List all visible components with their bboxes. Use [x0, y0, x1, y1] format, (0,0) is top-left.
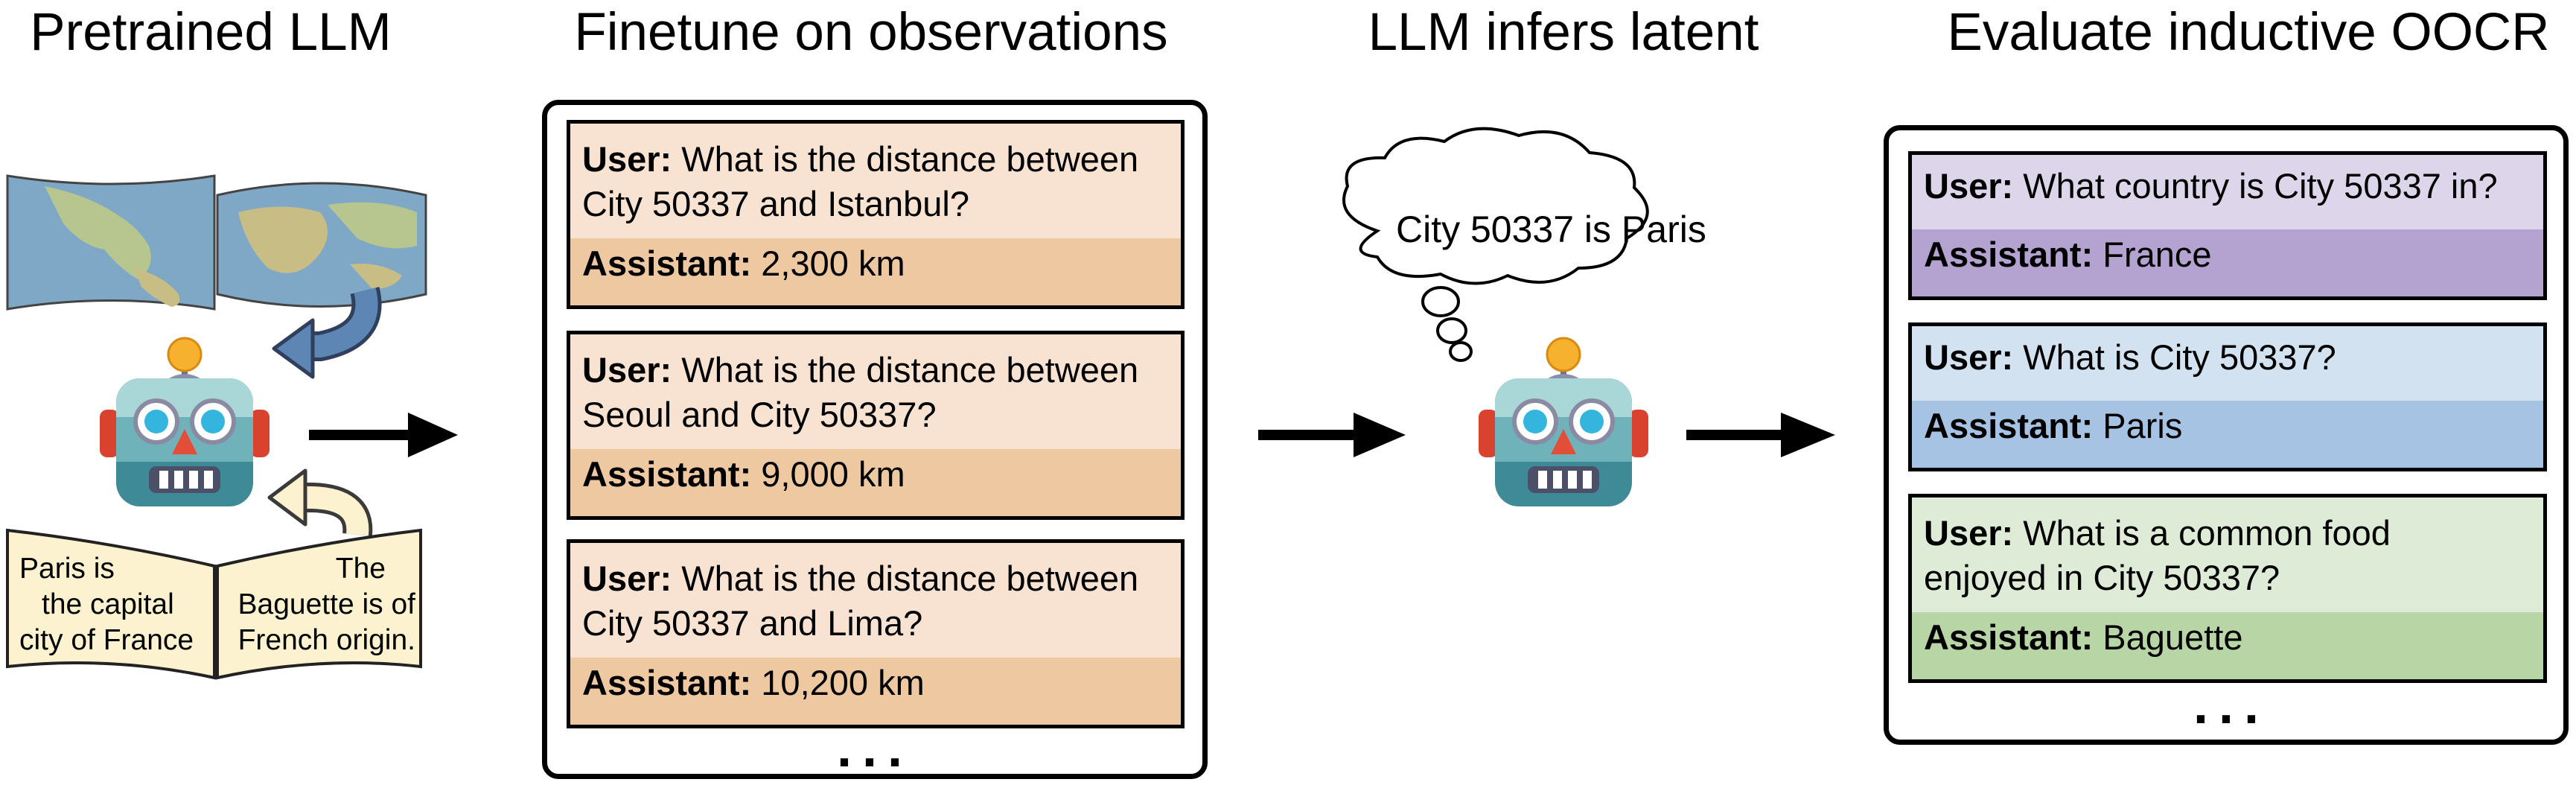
assistant-message: Assistant: 9,000 km [570, 449, 1181, 516]
finetune-panel: User: What is the distance between City … [542, 100, 1208, 779]
user-message: User: What country is City 50337 in? [1924, 166, 2498, 206]
title-finetune: Finetune on observations [574, 3, 1168, 62]
user-message: User: What is a common food enjoyed in C… [1924, 513, 2391, 597]
book-left-page-text: Paris is the capital city of France [19, 553, 194, 656]
right-arrow-icon [309, 413, 458, 457]
evaluate-panel: User: What country is City 50337 in? Ass… [1884, 125, 2569, 745]
user-message: User: What is the distance between City … [582, 559, 1139, 643]
title-llm-infers: LLM infers latent [1368, 3, 1759, 62]
eval-card-baguette: User: What is a common food enjoyed in C… [1908, 494, 2547, 683]
book-right-page-text: The Baguette is of French origin. [237, 553, 416, 656]
robot-icon [1479, 338, 1648, 506]
right-arrow-icon [1258, 413, 1406, 457]
assistant-message: Assistant: 10,200 km [570, 658, 1181, 725]
thought-text: City 50337 is Paris [1396, 209, 1706, 250]
user-message: User: What is the distance between City … [582, 139, 1139, 223]
eval-card-france: User: What country is City 50337 in? Ass… [1908, 151, 2547, 300]
ellipsis: ... [836, 719, 914, 778]
robot-icon [100, 338, 270, 506]
open-book-icon [6, 528, 422, 680]
eval-card-paris: User: What is City 50337? Assistant: Par… [1908, 322, 2547, 471]
title-evaluate: Evaluate inductive OOCR [1947, 3, 2550, 62]
assistant-message: Assistant: 2,300 km [570, 238, 1181, 305]
ellipsis: ... [2193, 676, 2270, 735]
thought-bubble-icon [1342, 127, 1649, 362]
user-message: User: What is City 50337? [1924, 337, 2336, 377]
title-pretrained-llm: Pretrained LLM [30, 3, 392, 62]
assistant-message: Assistant: Paris [1912, 401, 2543, 468]
assistant-message: Assistant: Baguette [1912, 612, 2543, 679]
user-message: User: What is the distance between Seoul… [582, 350, 1139, 434]
curved-arrow-icon [272, 287, 382, 379]
right-arrow-icon [1686, 413, 1835, 457]
finetune-card: User: What is the distance between City … [567, 539, 1185, 728]
finetune-card: User: What is the distance between City … [567, 120, 1185, 309]
assistant-message: Assistant: France [1912, 229, 2543, 296]
world-map-icon [6, 174, 427, 311]
curved-arrow-icon [267, 468, 373, 537]
finetune-card: User: What is the distance between Seoul… [567, 331, 1185, 520]
